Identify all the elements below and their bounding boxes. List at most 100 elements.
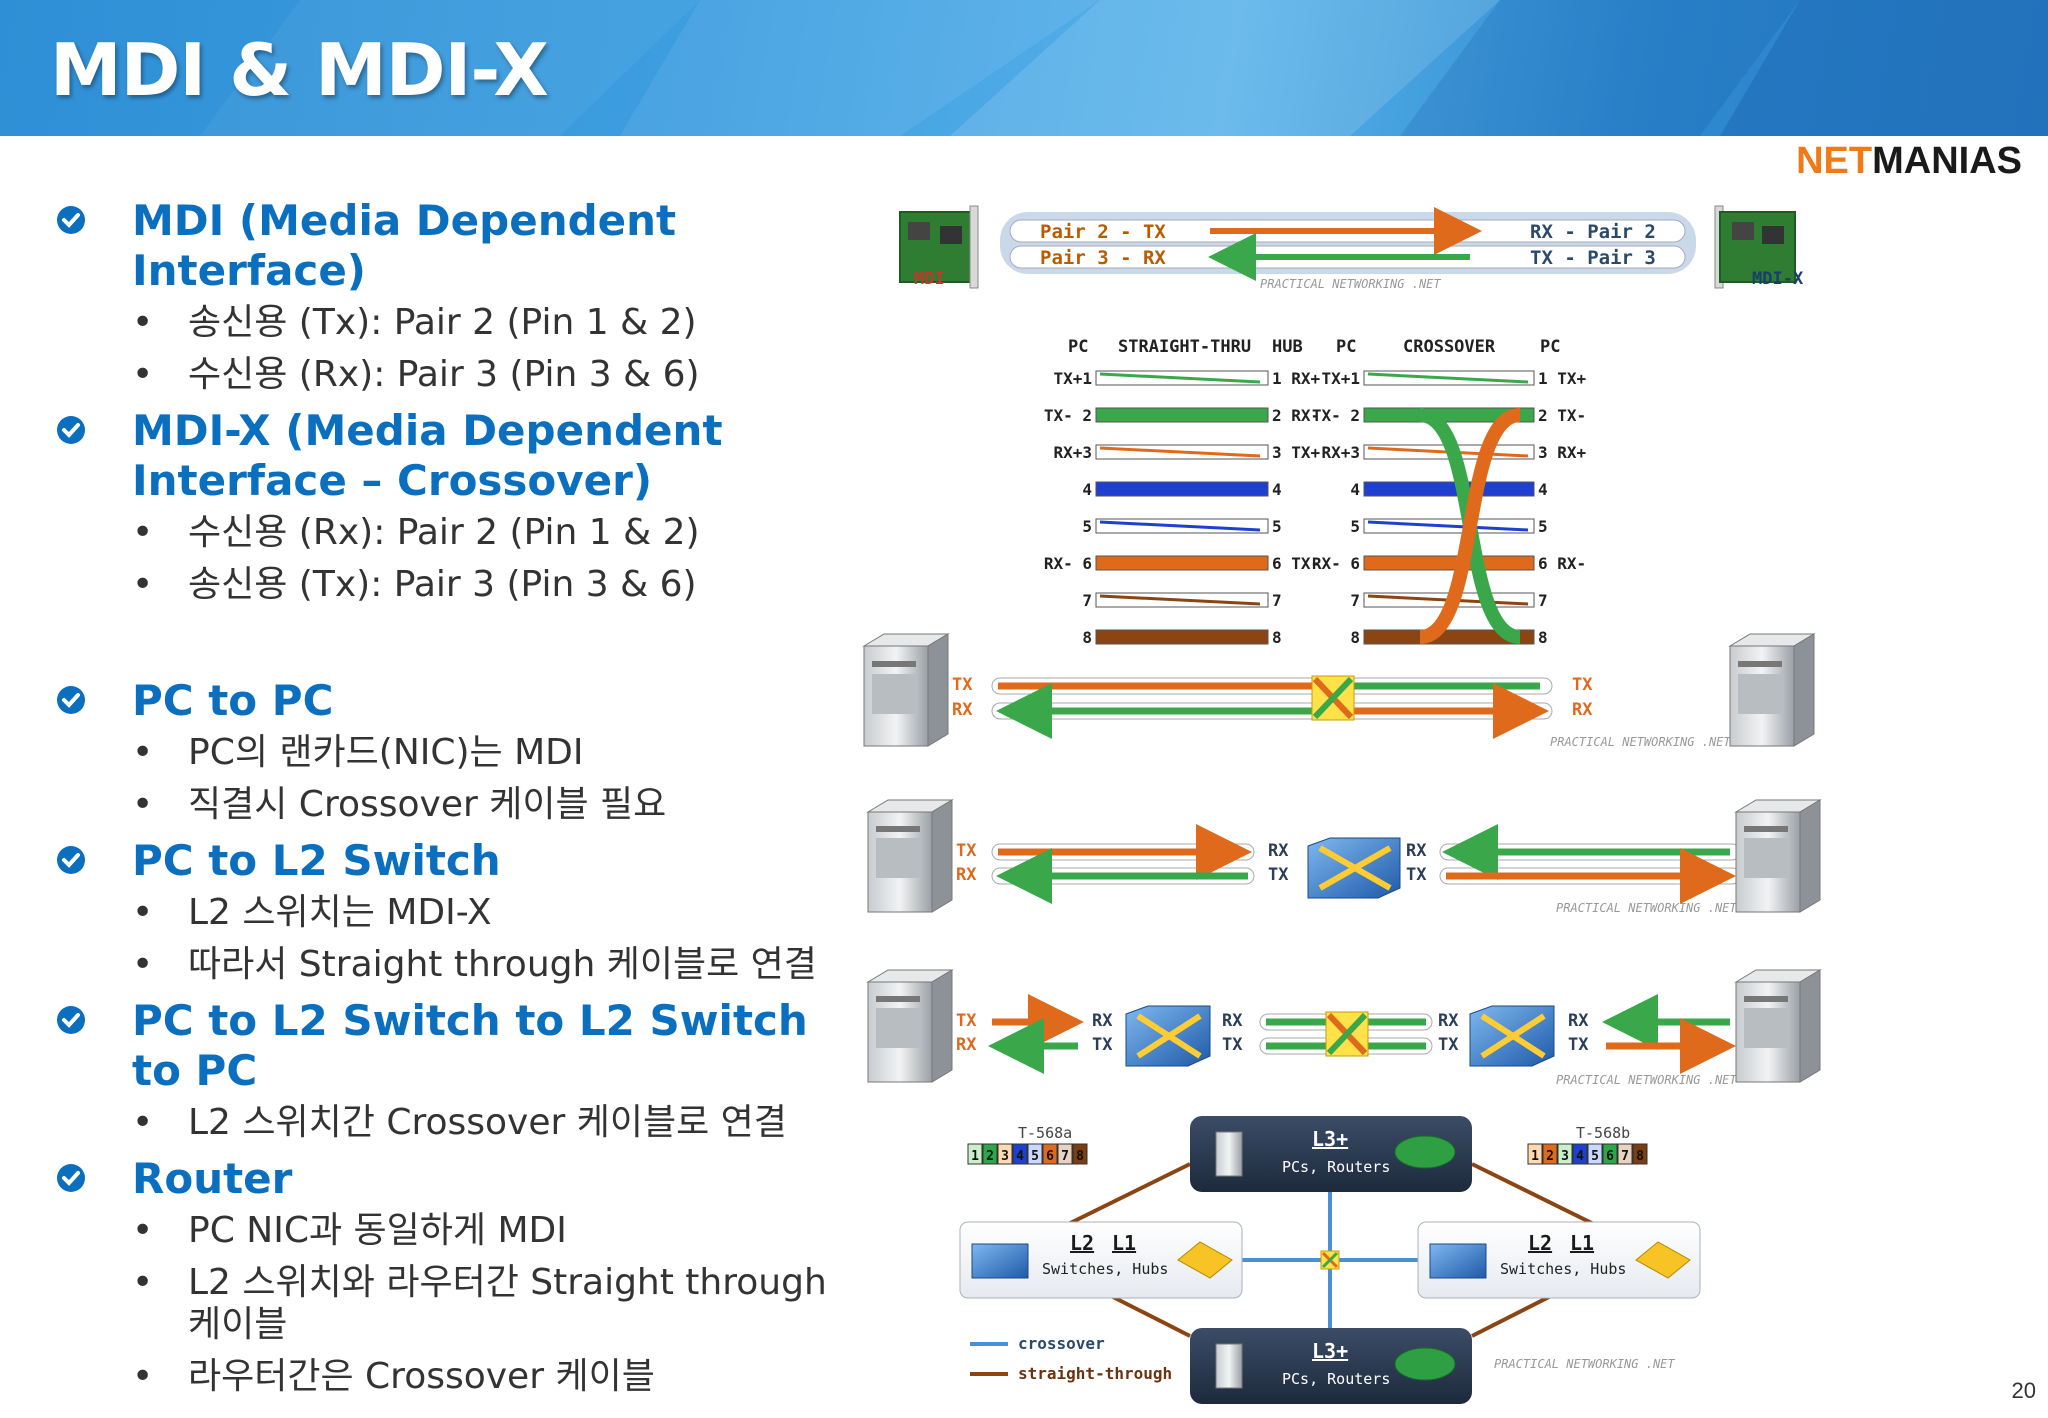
bullet-item: L2 스위치는 MDI-X bbox=[52, 892, 852, 934]
svg-text:TX: TX bbox=[1572, 675, 1593, 695]
server-icon bbox=[866, 799, 954, 913]
svg-text:TX - Pair 3: TX - Pair 3 bbox=[1530, 247, 1656, 269]
pin-number: 6 bbox=[1046, 1149, 1054, 1164]
pin-number: 6 bbox=[1606, 1149, 1614, 1164]
l3-device-box bbox=[1190, 1328, 1472, 1404]
svg-text:PCs, Routers: PCs, Routers bbox=[1282, 1158, 1390, 1176]
pin-label: 2 TX- bbox=[1538, 406, 1586, 425]
switch-icon bbox=[1429, 1243, 1487, 1279]
svg-text:TX: TX bbox=[1406, 865, 1427, 885]
pin-cell bbox=[1632, 1143, 1648, 1165]
svg-text:RX: RX bbox=[1438, 1011, 1459, 1031]
pin-label: 8 bbox=[1272, 628, 1282, 647]
pin-label: RX- 6 bbox=[1044, 554, 1092, 573]
section-heading: Router bbox=[52, 1154, 852, 1204]
svg-text:TX: TX bbox=[956, 841, 977, 861]
pin-label: 4 bbox=[1350, 480, 1360, 499]
slide-title: MDI & MDI-X bbox=[50, 28, 549, 112]
bullet-item: L2 스위치와 라우터간 Straight through 케이블 bbox=[52, 1262, 828, 1346]
wire bbox=[1095, 555, 1269, 571]
bullet-item: PC NIC과 동일하게 MDI bbox=[52, 1210, 852, 1252]
svg-text:RX: RX bbox=[1268, 841, 1289, 861]
svg-text:PCs, Routers: PCs, Routers bbox=[1282, 1370, 1390, 1388]
svg-text:RX: RX bbox=[1222, 1011, 1243, 1031]
svg-text:STRAIGHT-THRU: STRAIGHT-THRU bbox=[1118, 337, 1251, 357]
server-icon bbox=[1215, 1131, 1243, 1177]
pin-cell bbox=[1527, 1143, 1543, 1165]
pin-label: 2 RX- bbox=[1272, 406, 1320, 425]
svg-text:T-568b: T-568b bbox=[1576, 1124, 1630, 1142]
svg-text:TX: TX bbox=[1092, 1035, 1113, 1055]
pin-number: 5 bbox=[1031, 1149, 1039, 1164]
router-icon bbox=[1394, 1135, 1456, 1169]
svg-text:Switches, Hubs: Switches, Hubs bbox=[1042, 1260, 1168, 1278]
svg-text:PC: PC bbox=[1540, 337, 1560, 357]
pin-label: RX- 6 bbox=[1312, 554, 1360, 573]
l3-device-box bbox=[1190, 1116, 1472, 1192]
l2-device-box bbox=[1417, 1221, 1701, 1299]
pin-label: 8 bbox=[1350, 628, 1360, 647]
pin-label: 5 bbox=[1272, 517, 1282, 536]
pin-label: TX- 2 bbox=[1312, 406, 1360, 425]
bullet-list: 송신용 (Tx): Pair 2 (Pin 1 & 2) 수신용 (Rx): P… bbox=[52, 302, 852, 396]
wire bbox=[1095, 481, 1269, 497]
pin-number: 5 bbox=[1591, 1149, 1599, 1164]
pin-label: 4 bbox=[1082, 480, 1092, 499]
svg-text:L1: L1 bbox=[1570, 1231, 1594, 1255]
pin-label: 5 bbox=[1538, 517, 1548, 536]
pin-label: 7 bbox=[1082, 591, 1092, 610]
section-heading: MDI (Media Dependent Interface) bbox=[52, 196, 852, 296]
bullet-item: 라우터간은 Crossover 케이블 bbox=[52, 1356, 852, 1398]
content-list: MDI (Media Dependent Interface) 송신용 (Tx)… bbox=[52, 196, 852, 1408]
pin-number: 3 bbox=[1561, 1149, 1569, 1164]
pin-number: 4 bbox=[1016, 1149, 1024, 1164]
pin-number: 1 bbox=[1531, 1149, 1539, 1164]
pin-number: 1 bbox=[971, 1149, 979, 1164]
nic-diagram: MDI Pair 2 - TX Pair 3 - RX RX - Pair 2 … bbox=[899, 205, 1804, 291]
page-number: 20 bbox=[2011, 1378, 2036, 1403]
pin-label: 1 TX+ bbox=[1538, 369, 1587, 388]
svg-text:PRACTICAL NETWORKING .NET: PRACTICAL NETWORKING .NET bbox=[1494, 1357, 1675, 1371]
pin-cell bbox=[1542, 1143, 1558, 1165]
svg-text:PRACTICAL NETWORKING .NET: PRACTICAL NETWORKING .NET bbox=[1260, 277, 1441, 291]
svg-text:L3+: L3+ bbox=[1312, 1339, 1348, 1363]
svg-text:crossover: crossover bbox=[1018, 1334, 1105, 1353]
svg-text:RX: RX bbox=[1568, 1011, 1589, 1031]
pin-cell bbox=[1042, 1143, 1058, 1165]
section-heading: PC to L2 Switch bbox=[52, 836, 852, 886]
pin-cell bbox=[1617, 1143, 1633, 1165]
bullet-item: 수신용 (Rx): Pair 3 (Pin 3 & 6) bbox=[52, 354, 852, 396]
pin-label: 3 TX+ bbox=[1272, 443, 1321, 462]
check-circle-icon bbox=[57, 686, 85, 714]
bullet-item: 따라서 Straight through 케이블로 연결 bbox=[52, 944, 852, 986]
pin-cell bbox=[1557, 1143, 1573, 1165]
svg-text:RX: RX bbox=[1092, 1011, 1113, 1031]
pin-label: TX+1 bbox=[1321, 369, 1360, 388]
netmanias-logo: NETMANIAS bbox=[1796, 140, 2022, 182]
router-icon bbox=[1394, 1347, 1456, 1381]
svg-text:L2: L2 bbox=[1528, 1231, 1552, 1255]
switch-icon bbox=[1469, 1005, 1555, 1067]
check-circle-icon bbox=[57, 846, 85, 874]
check-circle-icon bbox=[57, 206, 85, 234]
pin-label: 5 bbox=[1350, 517, 1360, 536]
pin-cell bbox=[1602, 1143, 1618, 1165]
pin-cell bbox=[1057, 1143, 1073, 1165]
pin-number: 7 bbox=[1061, 1149, 1069, 1164]
svg-text:TX: TX bbox=[1568, 1035, 1589, 1055]
wire bbox=[1095, 629, 1269, 645]
pin-label: 6 RX- bbox=[1538, 554, 1586, 573]
pin-number: 2 bbox=[1546, 1149, 1554, 1164]
svg-text:Pair 3 - RX: Pair 3 - RX bbox=[1040, 247, 1166, 269]
pin-label: 4 bbox=[1538, 480, 1548, 499]
pin-label: 6 TX- bbox=[1272, 554, 1320, 573]
bullet-item: 직결시 Crossover 케이블 필요 bbox=[52, 784, 852, 826]
switch-icon bbox=[1307, 837, 1401, 899]
pc-switch-switch-pc-diagram: TX RX RX TX RX TX RX TX RX TX bbox=[866, 969, 1822, 1087]
svg-text:TX: TX bbox=[956, 1011, 977, 1031]
bullet-item: 송신용 (Tx): Pair 2 (Pin 1 & 2) bbox=[52, 302, 852, 344]
bullet-item: 송신용 (Tx): Pair 3 (Pin 3 & 6) bbox=[52, 564, 852, 606]
wire bbox=[1363, 481, 1535, 497]
